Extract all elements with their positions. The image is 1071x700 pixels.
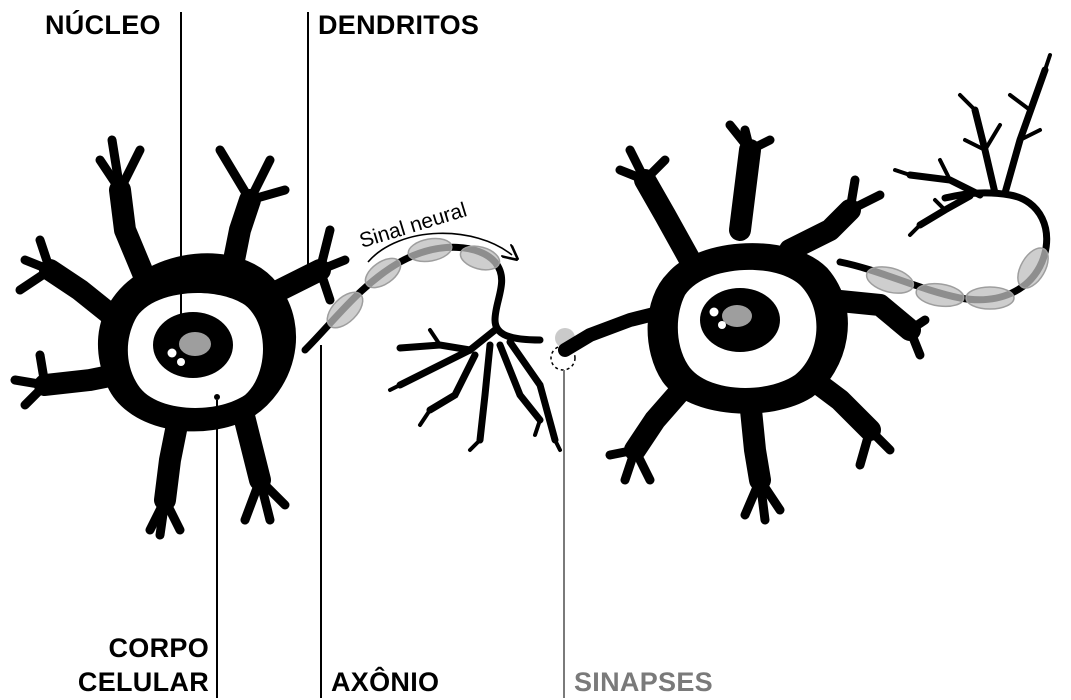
axon-label: AXÔNIO: [331, 667, 439, 698]
axon-leader: [320, 345, 322, 698]
cell-body-leader: [216, 400, 218, 698]
axon-right: [840, 55, 1054, 309]
cell-body-label-line2: CELULAR: [78, 667, 209, 698]
synapses-leader: [563, 370, 565, 698]
neuron-right: [565, 125, 925, 520]
axon-left: [305, 235, 560, 450]
dendrites-leader: [307, 12, 309, 282]
nucleus-leader: [180, 12, 182, 317]
nucleus-label: NÚCLEO: [45, 10, 161, 41]
synapses-label: SINAPSES: [574, 667, 713, 698]
cell-body-label-line1: CORPO: [108, 633, 209, 664]
dendrites-label: DENDRITOS: [318, 10, 479, 41]
